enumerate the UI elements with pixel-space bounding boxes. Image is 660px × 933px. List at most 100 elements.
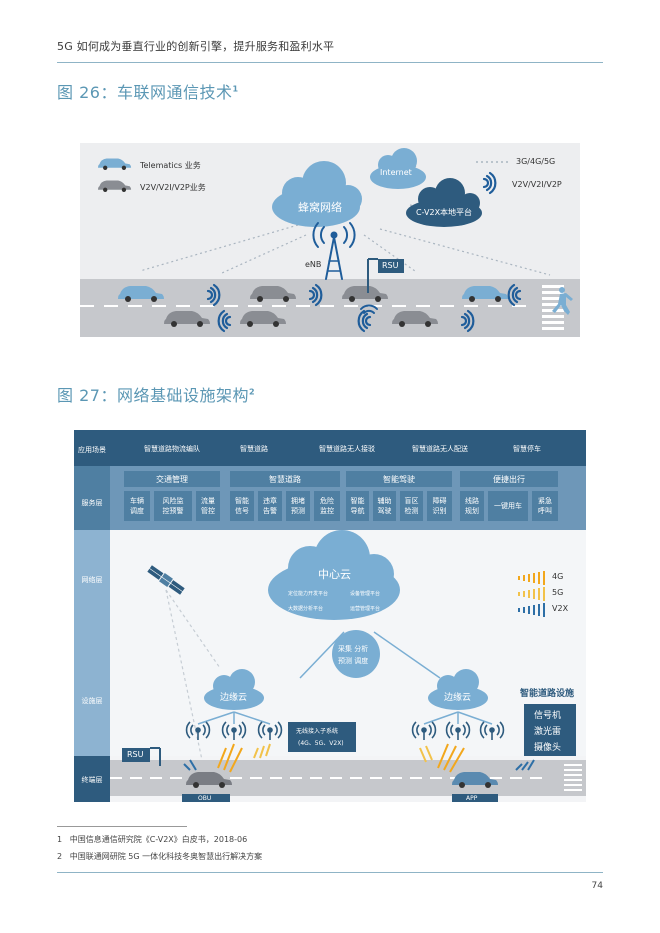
cv2x-cloud-icon xyxy=(406,178,482,227)
edge-cloud-left-icon xyxy=(204,669,264,710)
footnote-number: 2 xyxy=(57,852,63,861)
running-header: 5G 如何成为垂直行业的创新引擎，提升服务和盈利水平 xyxy=(57,40,335,53)
wireless-wave-icons xyxy=(206,171,522,333)
antenna-icons xyxy=(185,721,505,740)
road xyxy=(80,279,580,337)
service-item: 线路规划 xyxy=(460,491,484,521)
cellular-network-label: 蜂窝网络 xyxy=(298,201,342,214)
service-group-traffic: 交通管理 车辆调度 风险监控预警 流量管控 xyxy=(124,471,220,525)
service-item: 危险监控 xyxy=(314,491,340,521)
figure-27-footnote-ref: 2 xyxy=(248,387,256,397)
cellular-cloud-icon xyxy=(272,161,362,227)
layer-network: 网络层 xyxy=(81,576,103,584)
footnote-2: 2 中国联通网研院 5G 一体化科技冬奥智慧出行解决方案 xyxy=(57,851,262,862)
edge-cloud-left-label: 边缘云 xyxy=(220,693,248,703)
app-scenario-item: 智慧道路物流编队 xyxy=(126,438,218,460)
service-item: 拥堵预测 xyxy=(286,491,310,521)
app-label: APP xyxy=(466,795,478,802)
service-item: 一键用车 xyxy=(488,491,528,521)
service-item: 智能信号 xyxy=(230,491,254,521)
center-cloud-platform: 大数据分析平台 xyxy=(288,606,324,612)
cv2x-platform-label: C-V2X本地平台 xyxy=(416,208,473,217)
obu-label: OBU xyxy=(198,795,212,802)
wireless-access-box xyxy=(288,722,356,752)
service-group-title: 交通管理 xyxy=(124,471,220,487)
service-item: 车辆调度 xyxy=(124,491,150,521)
hub-text-line1: 采集 分析 xyxy=(338,645,369,653)
footnote-text: 中国联通网研院 5G 一体化科技冬奥智慧出行解决方案 xyxy=(69,852,263,861)
road-facilities-title: 智能道路设施 xyxy=(520,689,575,699)
legend-telematics: Telematics 业务 xyxy=(140,161,201,170)
figure-27-title-text: 图 27：网络基础设施架构 xyxy=(57,386,249,405)
edge-cloud-right-icon xyxy=(428,669,488,710)
road-facility-item: 信号机 xyxy=(534,711,562,721)
legend-4g: 4G xyxy=(552,572,564,581)
app-scenario-item: 智慧道路无人配送 xyxy=(400,438,480,460)
footnote-number: 1 xyxy=(57,835,63,844)
service-item: 盲区检测 xyxy=(400,491,423,521)
layer-app: 应用场景 xyxy=(78,446,106,454)
page-number: 74 xyxy=(591,881,603,891)
figure-27-diagram: 应用场景 服务层 网络层 设施层 终端层 智慧道路物流编队 智慧道路 智慧道路无… xyxy=(74,430,586,802)
service-item: 智能导航 xyxy=(346,491,369,521)
footnote-rule xyxy=(57,826,187,827)
road-facility-item: 摄像头 xyxy=(534,743,562,753)
cars xyxy=(118,286,508,327)
internet-label: Internet xyxy=(380,168,412,177)
service-group-smart-road: 智慧道路 智能信号 违章告警 拥堵预测 危险监控 xyxy=(230,471,340,525)
app-tag xyxy=(452,794,498,802)
app-car-icon xyxy=(452,772,498,788)
page-footer-rule xyxy=(57,872,603,873)
figure-27-title: 图 27：网络基础设施架构2 xyxy=(57,382,255,406)
hub-circle xyxy=(332,630,380,678)
service-item: 紧急呼叫 xyxy=(532,491,558,521)
figure-26-title: 图 26：车联网通信技术1 xyxy=(57,79,239,103)
service-item: 障碍识别 xyxy=(427,491,452,521)
legend-v2x: V2X xyxy=(552,604,569,613)
center-cloud-icon xyxy=(268,530,400,620)
obu-car-icon xyxy=(186,772,232,788)
legend-5g: 5G xyxy=(552,588,564,597)
center-cloud-platform: 设备管理平台 xyxy=(350,591,381,597)
obu-tag xyxy=(182,794,230,802)
rsu-label: RSU xyxy=(127,750,144,759)
center-cloud-platform: 运营管理平台 xyxy=(350,606,381,612)
edge-cloud-right-label: 边缘云 xyxy=(444,693,472,703)
footnote-1: 1 中国信息通信研究院《C-V2X》白皮书，2018-06 xyxy=(57,834,247,845)
legend-car-gray-icon xyxy=(98,180,132,192)
service-group-smart-driving: 智能驾驶 智能导航 辅助驾驶 盲区检测 障碍识别 xyxy=(346,471,452,525)
footnote-text: 中国信息通信研究院《C-V2X》白皮书，2018-06 xyxy=(69,835,248,844)
legend-car-blue-icon xyxy=(98,158,132,170)
road-facilities-panel xyxy=(524,704,576,756)
road-facility-item: 激光雷 xyxy=(534,727,562,737)
app-scenario-item: 智慧道路无人接驳 xyxy=(302,438,392,460)
rsu-box xyxy=(122,748,150,762)
enb-label: eNB xyxy=(305,260,322,269)
service-item: 风险监控预警 xyxy=(154,491,192,521)
satellite-icon xyxy=(147,565,185,595)
app-scenario-item: 智慧道路 xyxy=(226,438,282,460)
wireless-line2: (4G、5G、V2X) xyxy=(298,740,344,747)
center-cloud-platform: 定位能力开发平台 xyxy=(288,591,329,597)
rsu-box xyxy=(378,259,404,273)
service-group-mobility: 便捷出行 线路规划 一键用车 紧急呼叫 xyxy=(460,471,558,525)
service-group-title: 智慧道路 xyxy=(230,471,340,487)
figure-26-footnote-ref: 1 xyxy=(232,84,239,94)
legend-network: 3G/4G/5G xyxy=(516,157,556,166)
pedestrian-icon xyxy=(552,287,573,315)
layer-facility: 设施层 xyxy=(81,697,103,705)
figure-26-diagram: Telematics 业务 V2V/V2I/V2P业务 3G/4G/5G V2V… xyxy=(80,143,580,337)
layer-terminal: 终端层 xyxy=(81,776,103,784)
app-scenario-item: 智慧停车 xyxy=(500,438,554,460)
header-rule xyxy=(57,62,603,63)
hub-text-line2: 预测 调度 xyxy=(338,657,369,665)
service-group-title: 便捷出行 xyxy=(460,471,558,487)
layer-service: 服务层 xyxy=(81,499,103,507)
signal-legend-icons xyxy=(518,571,545,617)
legend-v2v: V2V/V2I/V2P业务 xyxy=(140,183,206,192)
service-item: 违章告警 xyxy=(258,491,282,521)
figure-26-title-text: 图 26：车联网通信技术 xyxy=(57,83,233,102)
service-group-title: 智能驾驶 xyxy=(346,471,452,487)
figure-26-graphics xyxy=(80,148,580,337)
internet-cloud-icon xyxy=(370,148,426,189)
